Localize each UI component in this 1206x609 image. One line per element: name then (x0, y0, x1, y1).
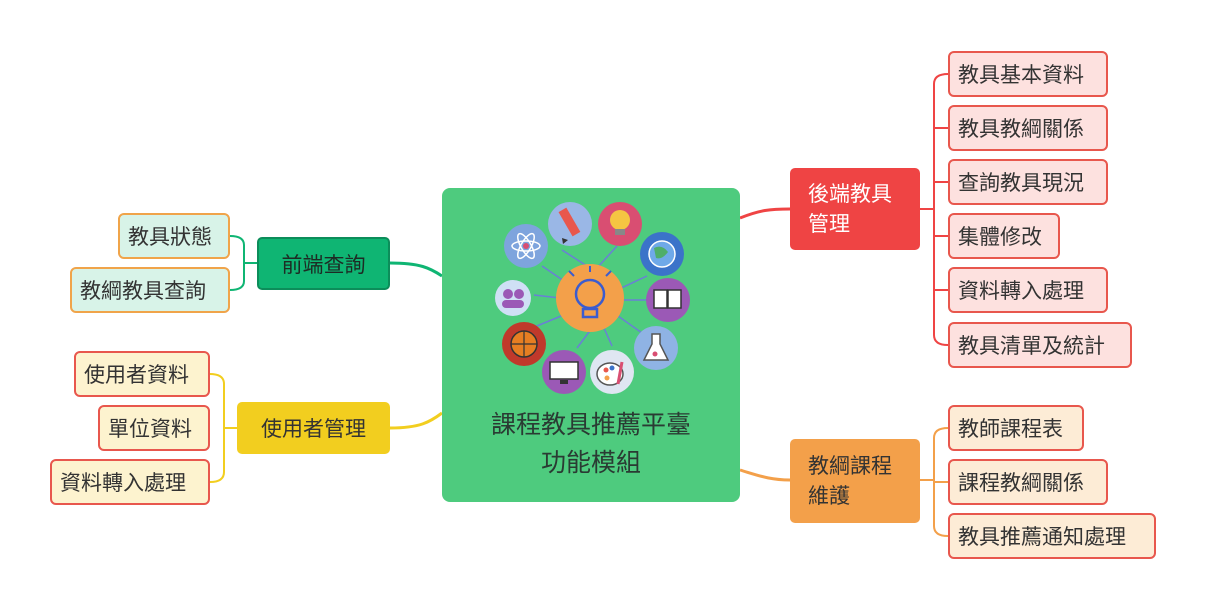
leaf-backend-3[interactable]: 查詢教具現況 (948, 159, 1108, 205)
central-title-line1: 課程教具推薦平臺 (490, 410, 691, 439)
pencil-icon (548, 202, 592, 246)
user-bracket (209, 373, 237, 483)
branch-backend[interactable]: 後端教具 管理 (790, 168, 920, 250)
globe-icon (640, 232, 684, 276)
lightbulb-icon (598, 202, 642, 246)
backend-bracket (920, 73, 949, 346)
users-icon (495, 280, 531, 316)
connector-curriculum (739, 468, 791, 482)
flask-icon (634, 326, 678, 370)
basketball-icon (502, 322, 546, 366)
monitor-icon (542, 350, 586, 394)
leaf-backend-2[interactable]: 教具教綱關係 (948, 105, 1108, 151)
branch-curriculum[interactable]: 教綱課程 維護 (790, 439, 920, 523)
frontend-bracket (229, 235, 257, 291)
leaf-backend-6[interactable]: 教具清單及統計 (948, 322, 1132, 368)
branch-user-label: 使用者管理 (261, 417, 366, 441)
leaf-frontend-2[interactable]: 教綱教具查詢 (70, 267, 230, 313)
central-title-line2: 功能模組 (540, 448, 641, 477)
leaf-curriculum-2[interactable]: 課程教綱關係 (948, 459, 1108, 505)
atom-icon (504, 224, 548, 268)
branch-user[interactable]: 使用者管理 (237, 402, 390, 454)
leaf-backend-4[interactable]: 集體修改 (948, 213, 1060, 259)
branch-curriculum-label-line1: 教綱課程 (808, 454, 892, 478)
central-topic[interactable]: 課程教具推薦平臺 功能模組 (442, 188, 740, 502)
branch-frontend[interactable]: 前端查詢 (257, 237, 390, 290)
connector-user (389, 411, 443, 430)
leaf-user-3[interactable]: 資料轉入處理 (50, 459, 210, 505)
central-title: 課程教具推薦平臺 功能模組 (442, 406, 740, 482)
leaf-curriculum-3[interactable]: 教具推薦通知處理 (948, 513, 1156, 559)
lightbulb-brain-icon (556, 264, 624, 332)
leaf-curriculum-1[interactable]: 教師課程表 (948, 405, 1084, 451)
curriculum-bracket (920, 427, 949, 537)
leaf-user-2[interactable]: 單位資料 (98, 405, 210, 451)
central-illustration (495, 202, 690, 394)
palette-icon (590, 350, 634, 394)
branch-curriculum-label-line2: 維護 (808, 484, 850, 508)
branch-backend-label-line2: 管理 (808, 212, 850, 236)
branch-frontend-label: 前端查詢 (281, 252, 366, 277)
leaf-frontend-1[interactable]: 教具狀態 (118, 213, 230, 259)
leaf-user-1[interactable]: 使用者資料 (74, 351, 210, 397)
book-icon (646, 278, 690, 322)
connector-frontend (389, 261, 443, 278)
leaf-backend-1[interactable]: 教具基本資料 (948, 51, 1108, 97)
connector-backend (739, 207, 791, 220)
leaf-backend-5[interactable]: 資料轉入處理 (948, 267, 1108, 313)
branch-backend-label-line1: 後端教具 (808, 182, 892, 206)
